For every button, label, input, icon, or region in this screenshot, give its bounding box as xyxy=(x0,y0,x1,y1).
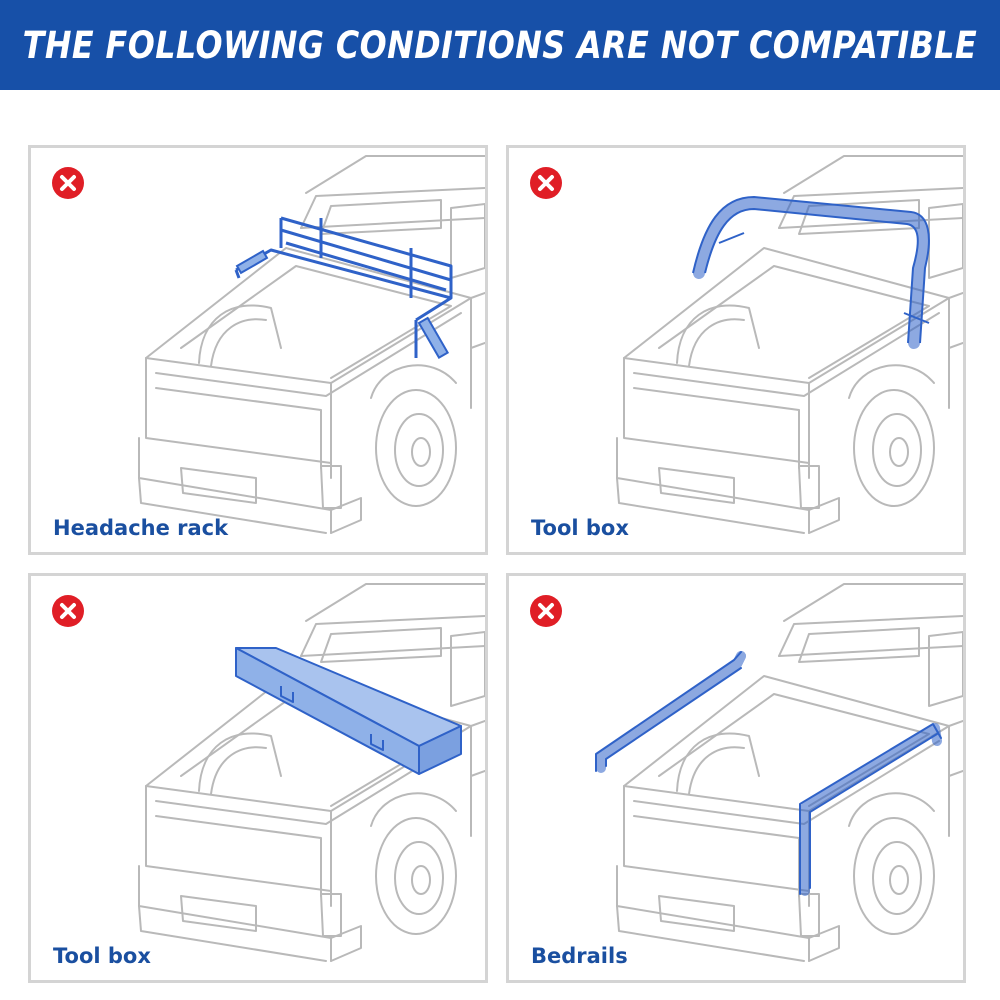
red-x-icon xyxy=(530,595,562,627)
panel-tool-box-crossover: Tool box xyxy=(28,573,488,983)
header-banner: THE FOLLOWING CONDITIONS ARE NOT COMPATI… xyxy=(0,0,1000,90)
truck-illustration xyxy=(616,155,963,534)
panel-headache-rack: Headache rack xyxy=(28,145,488,555)
panel-tool-box-roll-bar: Tool box xyxy=(506,145,966,555)
red-x-icon xyxy=(52,167,84,199)
panel-caption: Tool box xyxy=(531,516,629,540)
red-x-icon xyxy=(530,167,562,199)
red-x-icon xyxy=(52,595,84,627)
panel-caption: Tool box xyxy=(53,944,151,968)
panel-caption: Bedrails xyxy=(531,944,628,968)
truck-illustration xyxy=(595,583,963,962)
page-title: THE FOLLOWING CONDITIONS ARE NOT COMPATI… xyxy=(22,23,978,67)
truck-illustration xyxy=(138,155,485,534)
panel-bedrails: Bedrails xyxy=(506,573,966,983)
truck-illustration xyxy=(138,583,485,962)
panel-caption: Headache rack xyxy=(53,516,229,540)
